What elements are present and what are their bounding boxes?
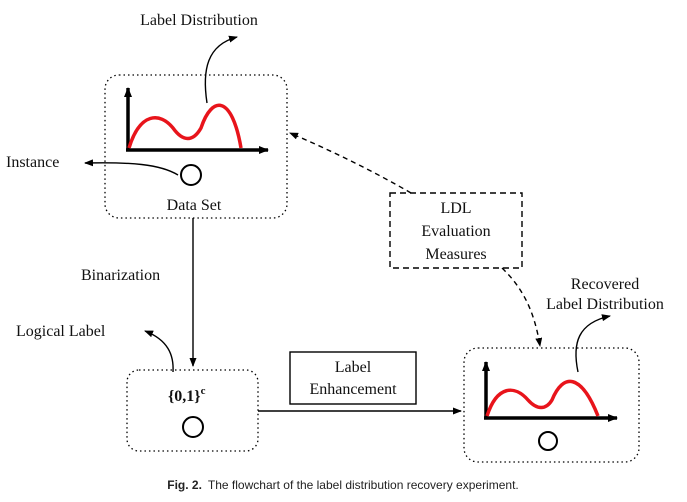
label-enhancement-box	[289, 351, 417, 405]
instance-label: Instance	[6, 154, 59, 171]
label-enhancement-line2: Enhancement	[309, 381, 397, 398]
figure-caption: Fig. 2. The flowchart of the label distri…	[167, 478, 519, 492]
recovered-distribution-curve	[485, 379, 600, 417]
label-distribution-arrow	[204, 35, 238, 104]
logical-set-superscript: c	[201, 385, 206, 397]
recovered-title-arrow	[575, 314, 611, 373]
ldl-to-data-set-arrow	[289, 132, 412, 194]
logical-label-title: Logical Label	[16, 323, 106, 340]
ldl-line2: Evaluation	[421, 223, 490, 240]
data-set-instance-circle	[180, 164, 202, 186]
binarization-label: Binarization	[81, 267, 160, 284]
logical-label-circle	[182, 416, 204, 438]
ldl-to-recovered-arrow	[501, 267, 543, 347]
ldl-evaluation-box	[389, 192, 523, 269]
caption-fig-label: Fig. 2.	[167, 478, 202, 492]
label-enhancement-line1: Label	[335, 359, 372, 376]
recovered-box	[463, 347, 640, 463]
data-set-label: Data Set	[167, 197, 222, 214]
logical-label-arrow	[144, 330, 174, 373]
recovered-title-line1: Recovered	[571, 276, 639, 293]
label-distribution-title: Label Distribution	[140, 12, 258, 29]
caption-text: The flowchart of the label distribution …	[208, 478, 519, 492]
ldl-line1: LDL	[440, 200, 471, 217]
logical-set-base: {0,1}	[168, 388, 201, 405]
recovered-circle	[538, 431, 558, 451]
data-set-box	[104, 74, 288, 219]
data-set-distribution-curve	[127, 103, 243, 149]
ldl-line3: Measures	[425, 246, 486, 263]
logical-label-box	[126, 369, 259, 452]
instance-arrow	[84, 159, 179, 176]
recovered-title-line2: Label Distribution	[546, 296, 664, 313]
logical-set-text: {0,1}c	[168, 385, 206, 405]
